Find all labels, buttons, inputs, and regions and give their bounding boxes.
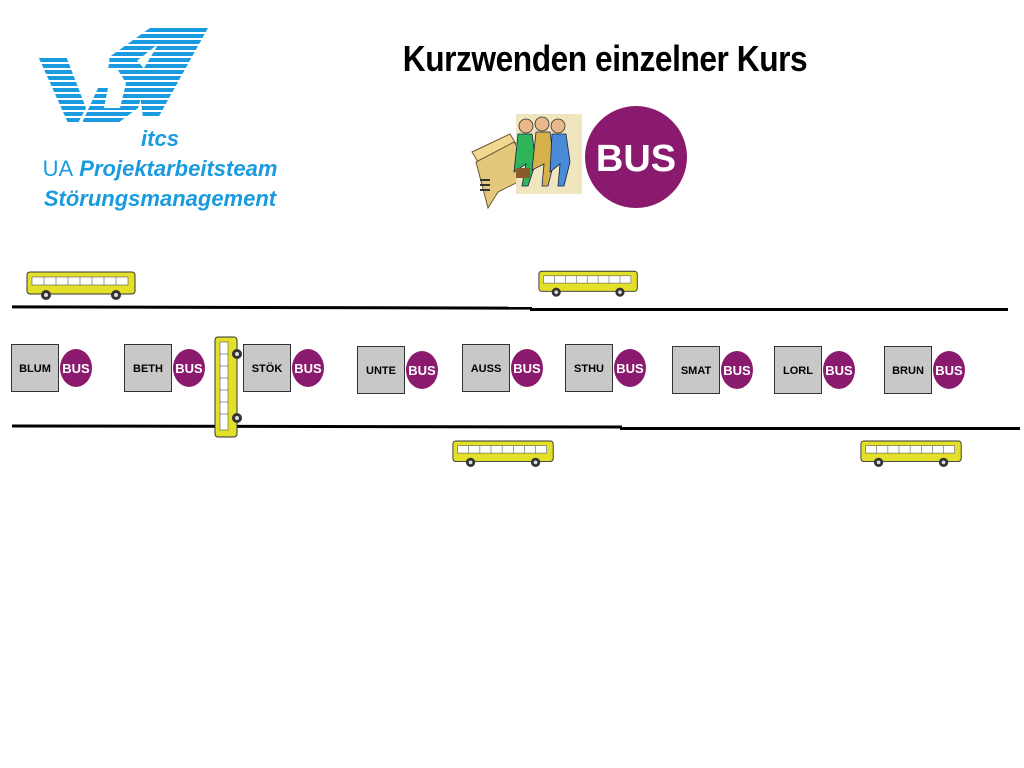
bus-stop-sign-text: BUS <box>408 363 436 378</box>
bus-stop-sign-text: BUS <box>513 361 541 376</box>
bus-stop-sign-text: BUS <box>175 361 203 376</box>
road-lower-left <box>11 424 623 429</box>
road-lower-right <box>620 427 1020 430</box>
bus-lower-2 <box>860 440 962 467</box>
bus-stop-sign-text: BUS <box>723 363 751 378</box>
org-line-team: UA Projektarbeitsteam <box>10 156 310 182</box>
bus-stop-sign-icon: BUS <box>614 349 646 387</box>
bus-stop-sign-icon: BUS <box>721 351 753 389</box>
bus-stop-sign-icon: BUS <box>406 351 438 389</box>
bus-stop-sign-text: BUS <box>62 361 90 376</box>
business-people-clipart <box>471 114 582 210</box>
bus-turning <box>214 336 242 438</box>
station-code: SMAT <box>672 346 720 394</box>
bus-sign-large: BUS <box>585 106 687 208</box>
org-line-department: Störungsmanagement <box>43 186 277 211</box>
bus-stop-sign-text: BUS <box>294 361 322 376</box>
bus-stop-sign-icon: BUS <box>511 349 543 387</box>
org-line-team-prefix: UA <box>42 156 74 181</box>
org-line-team-name: Projektarbeitsteam <box>79 156 278 181</box>
bus-lower-1 <box>452 440 554 467</box>
road-upper-right <box>530 308 1008 311</box>
station-code: AUSS <box>462 344 510 392</box>
bus-stop-sign-text: BUS <box>825 363 853 378</box>
vdv-logo <box>38 28 208 123</box>
road-upper-left <box>11 305 533 310</box>
bus-stop-sign-text: BUS <box>616 361 644 376</box>
station-code: STHU <box>565 344 613 392</box>
bus-stop-sign-icon: BUS <box>292 349 324 387</box>
bus-stop-sign-icon: BUS <box>60 349 92 387</box>
slide-title: Kurzwenden einzelner Kurs <box>402 38 808 79</box>
station-code: BRUN <box>884 346 932 394</box>
bus-upper-2 <box>538 270 638 297</box>
bus-stop-sign-icon: BUS <box>173 349 205 387</box>
bus-stop-sign-icon: BUS <box>933 351 965 389</box>
station-code: BETH <box>124 344 172 392</box>
bus-sign-large-text: BUS <box>596 138 676 180</box>
bus-stop-sign-text: BUS <box>935 363 963 378</box>
org-line-itcs: itcs <box>141 126 179 151</box>
bus-stop-sign-icon: BUS <box>823 351 855 389</box>
station-code: BLUM <box>11 344 59 392</box>
station-code: STÖK <box>243 344 291 392</box>
bus-upper-1 <box>26 271 136 300</box>
station-code: LORL <box>774 346 822 394</box>
station-code: UNTE <box>357 346 405 394</box>
